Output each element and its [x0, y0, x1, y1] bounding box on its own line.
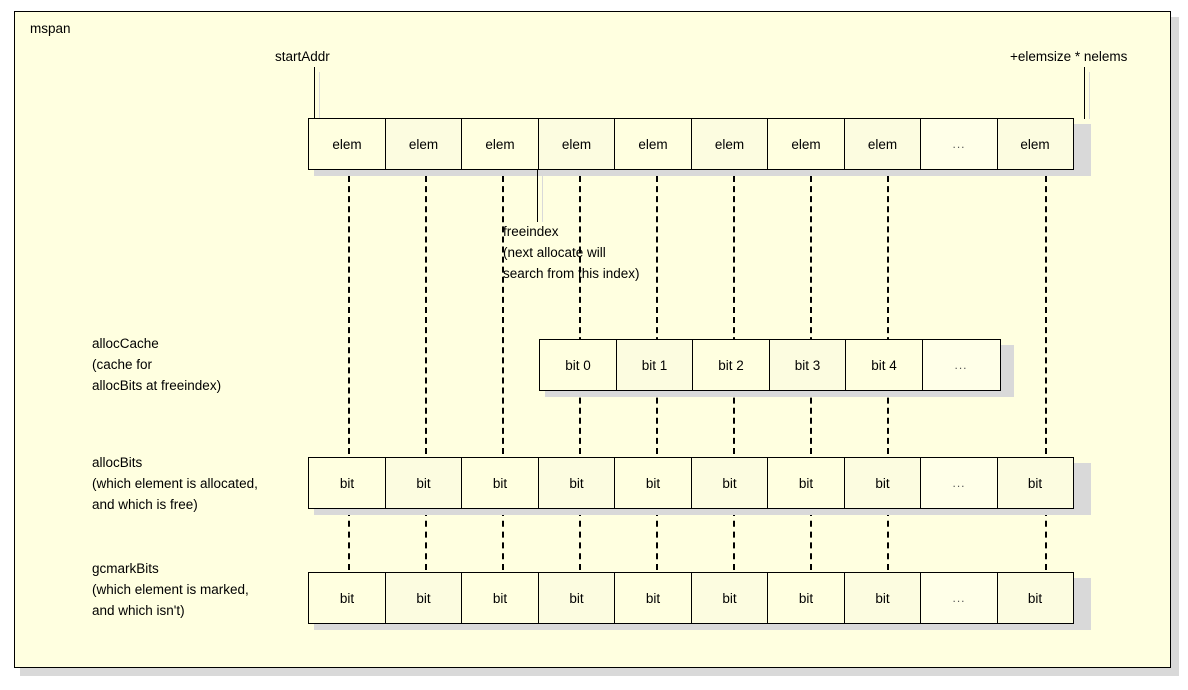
guide-line-col-4	[656, 176, 658, 454]
alloccache-desc-line2: allocBits at freeindex)	[92, 378, 222, 393]
elem-cell-8: ...	[920, 118, 998, 170]
alloc_bits-cell-7: bit	[843, 457, 922, 509]
elem-cell-6: elem	[767, 118, 845, 170]
gcmark_bits-cell-4: bit	[614, 572, 692, 624]
gcmark_bits-cell-1: bit	[384, 572, 463, 624]
freeindex-line-shadow	[542, 176, 543, 222]
alloc_bits-cell-4: bit	[614, 457, 692, 509]
guide-line-col-5	[733, 176, 735, 454]
start-addr-line-shadow	[319, 72, 320, 119]
guide-line-col-6	[810, 176, 812, 454]
allocbits-desc-line2: and which is free)	[92, 497, 198, 512]
guide-line-col-2	[502, 176, 504, 454]
freeindex-pointer-line	[537, 170, 538, 222]
start-addr-pointer-line	[314, 67, 315, 119]
alloc_cache-cell-4: bit 4	[845, 339, 923, 391]
start-addr-label: startAddr	[275, 49, 330, 64]
elem-cell-5: elem	[690, 118, 769, 170]
guide-line-col-1	[425, 176, 427, 454]
gcmark_bits-cell-3: bit	[537, 572, 616, 624]
gcmarkbits-label: gcmarkBits	[92, 561, 159, 576]
guide-line-lower-col-2	[502, 510, 504, 570]
alloc_cache-cell-0: bit 0	[539, 339, 617, 391]
alloc_bits-cell-5: bit	[690, 457, 769, 509]
guide-line-lower-col-1	[425, 510, 427, 570]
guide-line-col-9	[1045, 176, 1047, 454]
alloccache-desc-line1: (cache for	[92, 357, 153, 372]
guide-line-lower-col-9	[1045, 510, 1047, 570]
alloc_bits-cell-1: bit	[384, 457, 463, 509]
end-addr-line-shadow	[1089, 72, 1090, 119]
guide-line-col-3	[579, 176, 581, 454]
guide-line-lower-col-0	[348, 510, 350, 570]
gcmark_bits-cell-6: bit	[767, 572, 845, 624]
alloc_cache-cell-1: bit 1	[615, 339, 694, 391]
end-addr-pointer-line	[1084, 67, 1085, 119]
gcmark_bits-cell-2: bit	[461, 572, 539, 624]
mspan-title: mspan	[30, 21, 71, 36]
alloc_cache-cell-2: bit 2	[692, 339, 770, 391]
alloc_bits-cell-2: bit	[461, 457, 539, 509]
elem-cell-1: elem	[384, 118, 463, 170]
gcmark_bits-cell-9: bit	[996, 572, 1074, 624]
gcmark_bits-cell-5: bit	[690, 572, 769, 624]
guide-line-lower-col-6	[810, 510, 812, 570]
alloc_bits-cell-8: ...	[920, 457, 998, 509]
alloccache-label: allocCache	[92, 336, 159, 351]
elem-cell-7: elem	[843, 118, 922, 170]
alloc_cache-cell-3: bit 3	[768, 339, 847, 391]
gcmark_bits-cell-0: bit	[308, 572, 386, 624]
alloc_bits-cell-6: bit	[767, 457, 845, 509]
alloc_cache-cell-5: ...	[921, 339, 1001, 391]
gcmarkbits-desc-line1: (which element is marked,	[92, 582, 249, 597]
guide-line-col-7	[887, 176, 889, 454]
gcmark_bits-cell-7: bit	[843, 572, 922, 624]
alloc_bits-cell-3: bit	[537, 457, 616, 509]
guide-line-lower-col-4	[656, 510, 658, 570]
elem-cell-2: elem	[461, 118, 539, 170]
gcmark_bits-cell-8: ...	[920, 572, 998, 624]
allocbits-desc-line1: (which element is allocated,	[92, 476, 258, 491]
alloc_bits-cell-0: bit	[308, 457, 386, 509]
elem-cell-9: elem	[996, 118, 1074, 170]
guide-line-lower-col-3	[579, 510, 581, 570]
guide-line-lower-col-7	[887, 510, 889, 570]
alloc_bits-cell-9: bit	[996, 457, 1074, 509]
freeindex-desc-line1: (next allocate will	[503, 245, 606, 260]
guide-line-col-0	[348, 176, 350, 454]
freeindex-label: freeindex	[503, 224, 559, 239]
elem-cell-3: elem	[537, 118, 616, 170]
guide-line-lower-col-5	[733, 510, 735, 570]
elem-cell-4: elem	[614, 118, 692, 170]
end-addr-label: +elemsize * nelems	[1010, 49, 1128, 64]
allocbits-label: allocBits	[92, 455, 143, 470]
elem-cell-0: elem	[308, 118, 386, 170]
freeindex-desc-line2: search from this index)	[503, 266, 640, 281]
gcmarkbits-desc-line2: and which isn't)	[92, 603, 185, 618]
